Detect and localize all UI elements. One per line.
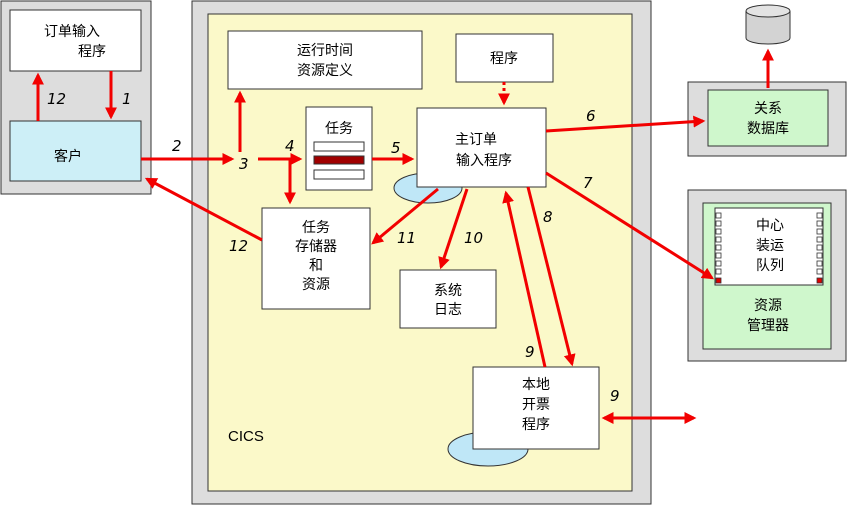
customer-label: 客户 <box>54 148 82 165</box>
task-storage-label-4: 资源 <box>302 277 330 293</box>
central-queue-label-1: 中心 <box>756 218 784 234</box>
runtime-resource-label-2: 资源定义 <box>297 63 353 79</box>
step-11: 11 <box>397 229 416 247</box>
database-top <box>745 4 791 18</box>
central-queue-label-3: 队列 <box>756 258 784 274</box>
step-12-return: 12 <box>229 237 248 255</box>
step-6: 6 <box>586 107 596 125</box>
arrow-8 <box>526 186 576 367</box>
runtime-resource-box <box>227 30 423 90</box>
program-label: 程序 <box>490 51 518 67</box>
central-queue-label-2: 装运 <box>756 238 784 254</box>
system-log-label-2: 日志 <box>434 302 462 318</box>
step-2: 2 <box>172 137 182 155</box>
database-cylinder <box>745 4 791 45</box>
arrow-9-up <box>502 190 547 368</box>
arrow-12-return <box>144 177 263 242</box>
task-storage-label-2: 存储器 <box>295 239 337 255</box>
billing-box <box>472 366 600 450</box>
billing-label-3: 程序 <box>522 417 550 433</box>
system-log-label-1: 系统 <box>434 283 462 299</box>
runtime-resource-label-1: 运行时间 <box>297 43 353 59</box>
resource-manager-panel: 中心 装运 队列 资源 管理器 <box>687 189 847 362</box>
queue-left-ticks <box>715 212 722 284</box>
task-slot-1 <box>313 141 365 152</box>
step-5: 5 <box>391 139 401 157</box>
left-panel: 订单输入 程序 客户 <box>0 0 152 195</box>
step-numbers: 12 1 2 3 4 5 6 7 8 9 9 10 11 12 <box>47 90 620 405</box>
step-8: 8 <box>543 208 553 226</box>
task-slot-3 <box>313 169 365 180</box>
relational-db-panel: 关系 数据库 <box>687 81 847 157</box>
main-order-label-1: 主订单 <box>455 132 497 148</box>
queue-right-ticks <box>816 212 823 284</box>
relational-db-label-1: 关系 <box>754 101 782 117</box>
step-7: 7 <box>583 174 593 192</box>
resource-manager-label-2: 管理器 <box>747 318 789 334</box>
step-3: 3 <box>239 155 249 173</box>
step-9-upward: 9 <box>525 343 535 361</box>
order-entry-label-2: 程序 <box>78 44 106 60</box>
task-storage-label-3: 和 <box>309 258 323 274</box>
main-order-label-2: 输入程序 <box>456 153 512 169</box>
relational-db-box <box>707 89 829 147</box>
relational-db-label-2: 数据库 <box>747 121 789 137</box>
billing-label-1: 本地 <box>522 377 550 393</box>
billing-label-2: 开票 <box>522 397 550 413</box>
step-10: 10 <box>464 229 483 247</box>
step-12-left: 12 <box>47 90 66 108</box>
cics-label: CICS <box>228 428 264 445</box>
arrow-11 <box>371 187 439 245</box>
resource-manager-label-1: 资源 <box>754 298 782 314</box>
task-slot-active <box>313 155 365 165</box>
customer-box <box>9 120 142 182</box>
arrow-10 <box>438 188 469 270</box>
arrows <box>32 48 774 424</box>
main-order-box <box>416 107 547 188</box>
program-box <box>455 33 554 83</box>
order-entry-label-1: 订单输入 <box>44 24 100 40</box>
arrow-6 <box>545 115 706 133</box>
task-storage-box <box>261 207 371 310</box>
step-9-external: 9 <box>610 387 620 405</box>
step-4: 4 <box>285 137 295 155</box>
arrow-7 <box>545 171 715 280</box>
system-log-box <box>399 269 497 329</box>
task-storage-label-1: 任务 <box>302 220 330 236</box>
cics-region: CICS 运行时间 资源定义 程序 任务 主订单 输入程序 任务 存储器 和 资… <box>191 0 652 505</box>
order-entry-box <box>9 9 142 72</box>
step-1: 1 <box>122 90 132 108</box>
task-label: 任务 <box>325 121 353 137</box>
central-queue-box <box>714 207 824 286</box>
database-body <box>745 11 791 45</box>
